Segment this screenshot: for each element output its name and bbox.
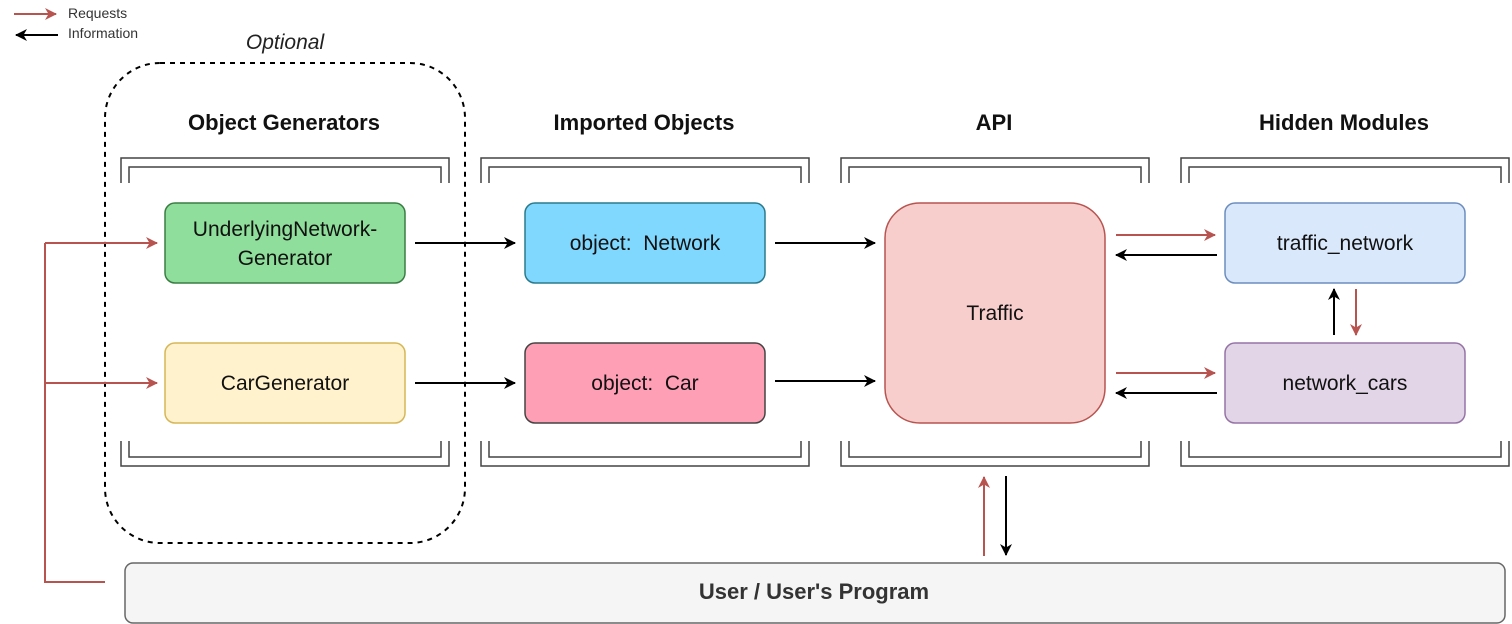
- request-arrows: [44, 229, 1362, 583]
- traffic-network-node: traffic_network: [1224, 202, 1466, 284]
- underlying-network-generator-node: UnderlyingNetwork- Generator: [164, 202, 406, 284]
- network-object-box: [524, 202, 766, 284]
- column-header-api: API: [976, 110, 1013, 135]
- network-cars-node: network_cars: [1224, 342, 1466, 424]
- bracket-top-api: [840, 157, 1150, 183]
- information-arrows: [415, 237, 1340, 556]
- network-cars-box: [1224, 342, 1466, 424]
- legend-requests-label: Requests: [68, 5, 127, 21]
- column-header-object-generators: Object Generators: [188, 110, 380, 135]
- car-generator-label: CarGenerator: [221, 372, 349, 395]
- network-cars-label: network_cars: [1283, 372, 1408, 395]
- traffic-label: Traffic: [966, 302, 1023, 325]
- optional-label: Optional: [246, 31, 326, 54]
- car-object-node: object: Car: [524, 342, 766, 424]
- request-line-user-to-generators: [44, 243, 105, 583]
- traffic-network-box: [1224, 202, 1466, 284]
- bracket-bottom-api: [840, 441, 1150, 467]
- bracket-top-object-generators: [120, 157, 450, 183]
- traffic-box: [884, 202, 1106, 424]
- underlying-network-generator-label-line1: UnderlyingNetwork-: [193, 218, 377, 241]
- car-object-box: [524, 342, 766, 424]
- car-generator-node: CarGenerator: [164, 342, 406, 424]
- column-header-imported-objects: Imported Objects: [554, 110, 735, 135]
- network-object-label: object: Network: [570, 232, 721, 255]
- bracket-bottom-imported-objects: [480, 441, 810, 467]
- underlying-network-generator-box: [164, 202, 406, 284]
- network-object-node: object: Network: [524, 202, 766, 284]
- legend-information-label: Information: [68, 25, 138, 41]
- user-program-node: User / User's Program: [124, 562, 1506, 624]
- car-object-label: object: Car: [591, 372, 698, 395]
- car-generator-box: [164, 342, 406, 424]
- user-program-box: [124, 562, 1506, 624]
- column-header-hidden-modules: Hidden Modules: [1259, 110, 1429, 135]
- optional-group-border: [104, 62, 466, 544]
- optional-group: Optional: [104, 31, 466, 544]
- traffic-network-label: traffic_network: [1277, 232, 1414, 255]
- bracket-bottom-hidden-modules: [1180, 441, 1510, 467]
- bracket-bottom-object-generators: [120, 441, 450, 467]
- user-program-label: User / User's Program: [699, 579, 929, 604]
- legend: Requests Information: [14, 5, 138, 41]
- underlying-network-generator-label-line2: Generator: [238, 247, 333, 270]
- bracket-top-imported-objects: [480, 157, 810, 183]
- column-brackets: [120, 157, 1510, 467]
- bracket-top-hidden-modules: [1180, 157, 1510, 183]
- traffic-node: Traffic: [884, 202, 1106, 424]
